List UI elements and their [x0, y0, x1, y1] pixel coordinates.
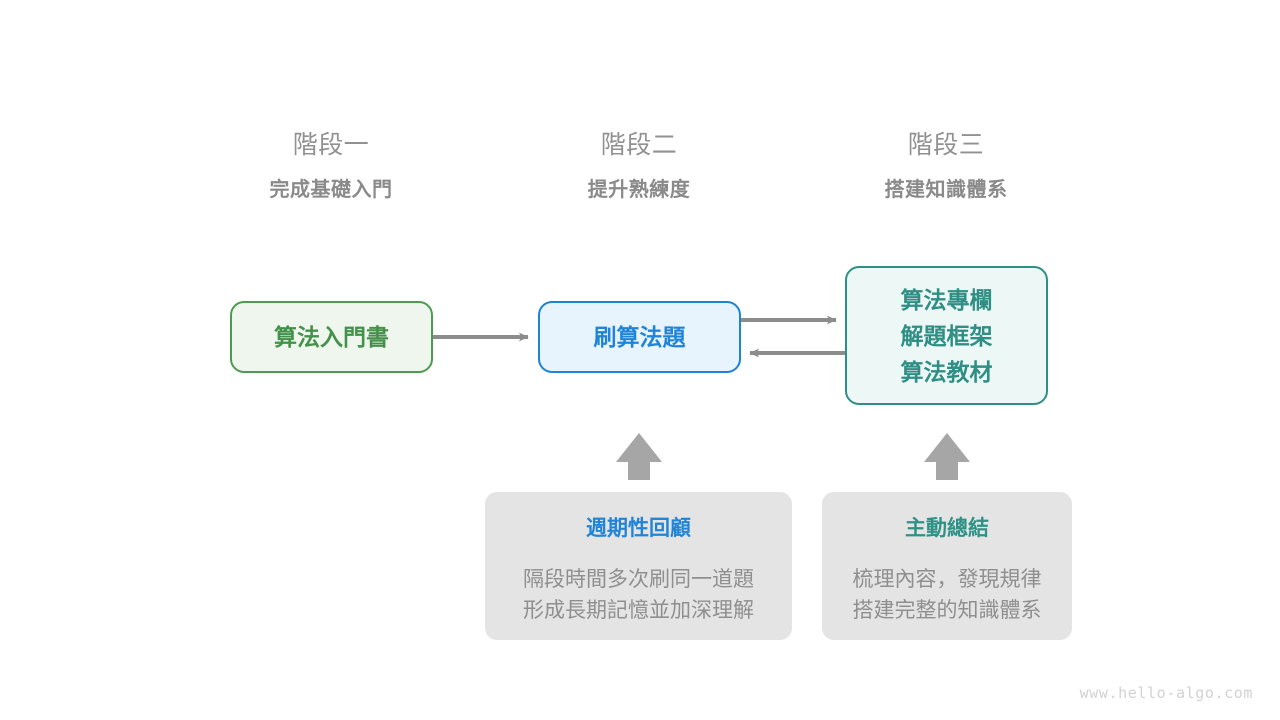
card-title: 主動總結	[905, 517, 989, 540]
card-title: 週期性回顧	[586, 517, 691, 540]
card-periodic-review[interactable]: 週期性回顧 隔段時間多次刷同一道題 形成長期記憶並加深理解	[485, 492, 792, 640]
stage-subtitle-3: 搭建知識體系	[884, 179, 1008, 201]
stage-column-1: 階段一 完成基礎入門	[201, 128, 461, 205]
card-body-line: 搭建完整的知識體系	[852, 599, 1042, 622]
node-advanced-resources[interactable]: 算法專欄 解題框架 算法教材	[845, 266, 1048, 405]
card-body-line: 梳理內容，發現規律	[852, 568, 1042, 591]
node-line: 解題框架	[900, 322, 993, 349]
watermark-url: www.hello-algo.com	[1079, 684, 1253, 702]
card-active-summary[interactable]: 主動總結 梳理內容，發現規律 搭建完整的知識體系	[822, 492, 1072, 640]
node-line: 算法教材	[900, 358, 993, 385]
arrow-review-up-block	[616, 433, 662, 480]
node-line: 算法專欄	[900, 286, 993, 313]
stage-column-3: 階段三 搭建知識體系	[816, 128, 1076, 205]
stage-subtitle-1: 完成基礎入門	[269, 179, 393, 201]
stage-column-2: 階段二 提升熟練度	[509, 128, 769, 205]
node-line: 算法入門書	[274, 324, 389, 350]
arrow-summary-up-block	[924, 433, 970, 480]
card-body-line: 隔段時間多次刷同一道題	[523, 568, 754, 591]
card-body-line: 形成長期記憶並加深理解	[523, 599, 754, 622]
node-line: 刷算法題	[593, 324, 686, 350]
node-practice-problems[interactable]: 刷算法題	[538, 301, 741, 373]
card-body: 隔段時間多次刷同一道題 形成長期記憶並加深理解	[523, 564, 754, 626]
stage-title-3: 階段三	[907, 131, 985, 159]
card-body: 梳理內容，發現規律 搭建完整的知識體系	[853, 564, 1042, 626]
stage-title-1: 階段一	[292, 131, 370, 159]
node-algorithm-intro-book[interactable]: 算法入門書	[230, 301, 433, 373]
stage-title-2: 階段二	[600, 131, 678, 159]
stage-subtitle-2: 提升熟練度	[587, 179, 691, 201]
